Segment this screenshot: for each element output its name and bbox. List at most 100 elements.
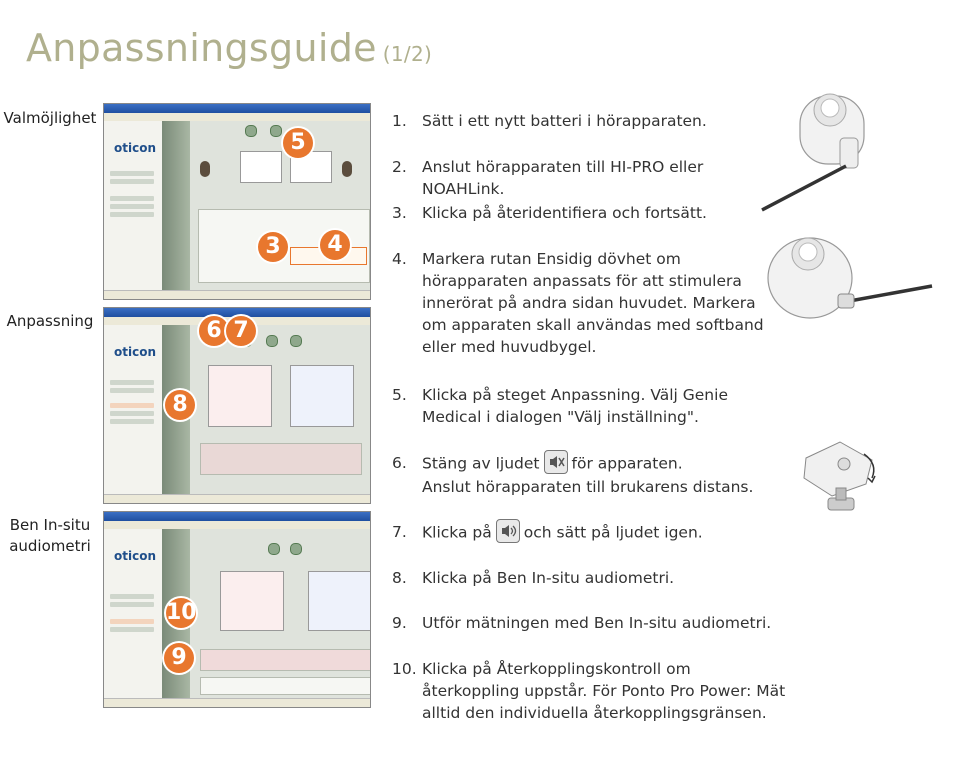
step-9: 9. Utför mätningen med Ben In-situ audiom… xyxy=(392,612,771,634)
step-text: Klicka på steget Anpassning. Välj Genie … xyxy=(422,386,728,426)
step-text: Utför mätningen med Ben In-situ audiomet… xyxy=(422,614,772,632)
step-text: Klicka på Återkopplingskontroll om återk… xyxy=(422,660,786,722)
graph-left xyxy=(220,571,284,631)
window-titlebar xyxy=(104,512,370,521)
graph-right xyxy=(290,365,354,427)
title-subtitle: (1/2) xyxy=(382,42,433,66)
step-text-after: och sätt på ljudet igen. xyxy=(523,523,703,542)
nav-item-selected xyxy=(110,619,154,624)
nav-item xyxy=(110,411,154,416)
step-5: 5. Klicka på steget Anpassning. Välj Geni… xyxy=(392,384,728,426)
gain-table xyxy=(200,443,362,475)
step-number: 2. xyxy=(392,158,407,176)
nav-item xyxy=(110,171,154,176)
section-label-valmojlighet: Valmöjlighet xyxy=(3,109,97,127)
step-text: Klicka på återidentifiera och fortsätt. xyxy=(422,204,707,222)
step-6: 6. Stäng av ljudet för apparaten. Anslut … xyxy=(392,450,753,496)
graph-left xyxy=(208,365,272,427)
badge-8: 8 xyxy=(165,390,195,420)
step-text-before: Klicka på xyxy=(422,523,492,542)
screenshot-valmojlighet: oticon xyxy=(103,103,371,300)
toolbar-icon xyxy=(290,335,302,347)
toolbar-icon xyxy=(268,543,280,555)
brand-logo: oticon xyxy=(114,345,156,359)
title-main: Anpassningsguide xyxy=(26,26,377,70)
earpiece-right-icon xyxy=(342,161,352,177)
measurement-panel xyxy=(200,649,370,671)
step-number: 7. xyxy=(392,523,407,541)
options-panel xyxy=(200,677,370,695)
left-panel: oticon xyxy=(104,121,163,291)
nav-item xyxy=(110,212,154,217)
step-text: Markera rutan Ensidig dövhet om hörappar… xyxy=(422,250,764,356)
step-text: Sätt i ett nytt batteri i hörapparaten. xyxy=(422,112,707,130)
brand-logo: oticon xyxy=(114,549,156,563)
step-4: 4. Markera rutan Ensidig dövhet om hörapp… xyxy=(392,248,764,356)
step-number: 3. xyxy=(392,204,407,222)
badge-7: 7 xyxy=(226,316,256,346)
badge-9: 9 xyxy=(164,643,194,673)
nav-item xyxy=(110,179,154,184)
main-area xyxy=(190,121,370,291)
badge-6: 6 xyxy=(199,316,229,346)
speaker-icon xyxy=(495,519,520,543)
section-label-line2: audiometri xyxy=(9,537,91,555)
section-label-line1: Ben In-situ xyxy=(9,516,91,534)
abutment-device-illustration xyxy=(803,441,876,511)
hearing-device-cable-illustration xyxy=(761,93,865,212)
step-2: 2.Anslut hörapparaten till HI-PRO eller … xyxy=(392,156,703,198)
step-number: 10. xyxy=(392,660,417,678)
step-number: 1. xyxy=(392,112,407,130)
window-titlebar xyxy=(104,308,370,317)
step-sidebar xyxy=(162,121,190,291)
left-panel: oticon xyxy=(104,325,163,495)
screenshot-ben-insitu: oticon xyxy=(103,511,371,708)
section-label-ben-insitu: Ben In-situ audiometri xyxy=(0,515,100,557)
graph-right xyxy=(308,571,370,631)
step-number: 9. xyxy=(392,614,407,632)
nav-item xyxy=(110,602,154,607)
step-number: 4. xyxy=(392,250,407,268)
nav-item xyxy=(110,594,154,599)
toolbar-icon xyxy=(270,125,282,137)
step-text-line2: Anslut hörapparaten till brukarens dista… xyxy=(422,478,754,496)
badge-10: 10 xyxy=(166,598,197,628)
window-titlebar xyxy=(104,104,370,113)
main-area xyxy=(190,529,370,699)
step-10: 10. Klicka på Återkopplingskontroll om åt… xyxy=(392,658,785,722)
step-7: 7. Klicka på och sätt på ljudet igen. xyxy=(392,519,703,543)
toolbar-icon xyxy=(266,335,278,347)
badge-5: 5 xyxy=(283,128,313,158)
graph-left xyxy=(240,151,282,183)
step-number: 8. xyxy=(392,569,407,587)
nav-item xyxy=(110,388,154,393)
status-bar xyxy=(104,494,370,503)
brand-logo: oticon xyxy=(114,141,156,155)
step-8: 8.Klicka på Ben In-situ audiometri. xyxy=(392,567,674,589)
nav-item xyxy=(110,380,154,385)
step-number: 6. xyxy=(392,454,407,472)
nav-item xyxy=(110,204,154,209)
step-number: 5. xyxy=(392,386,407,404)
nav-item-selected xyxy=(110,403,154,408)
step-text-after: för apparaten. xyxy=(571,454,683,473)
left-panel: oticon xyxy=(104,529,163,699)
hearing-device-cable-illustration-2 xyxy=(767,237,933,319)
status-bar xyxy=(104,290,370,299)
nav-item xyxy=(110,196,154,201)
earpiece-left-icon xyxy=(200,161,210,177)
step-text: Stäng av ljudet för apparaten. Anslut hör… xyxy=(422,450,802,498)
step-3: 3. Klicka på återidentifiera och fortsätt… xyxy=(392,202,707,224)
page-title: Anpassningsguide(1/2) xyxy=(26,26,432,70)
nav-item xyxy=(110,419,154,424)
status-bar xyxy=(104,698,370,707)
step-text: Klicka på och sätt på ljudet igen. xyxy=(422,519,782,545)
main-area xyxy=(190,325,370,495)
nav-item xyxy=(110,627,154,632)
badge-3: 3 xyxy=(258,232,288,262)
section-label-anpassning: Anpassning xyxy=(6,312,94,330)
step-1: 1. Sätt i ett nytt batteri i hörapparaten… xyxy=(392,110,707,132)
step-text-before: Stäng av ljudet xyxy=(422,454,540,473)
speaker-mute-icon xyxy=(543,450,568,474)
badge-4: 4 xyxy=(320,230,350,260)
